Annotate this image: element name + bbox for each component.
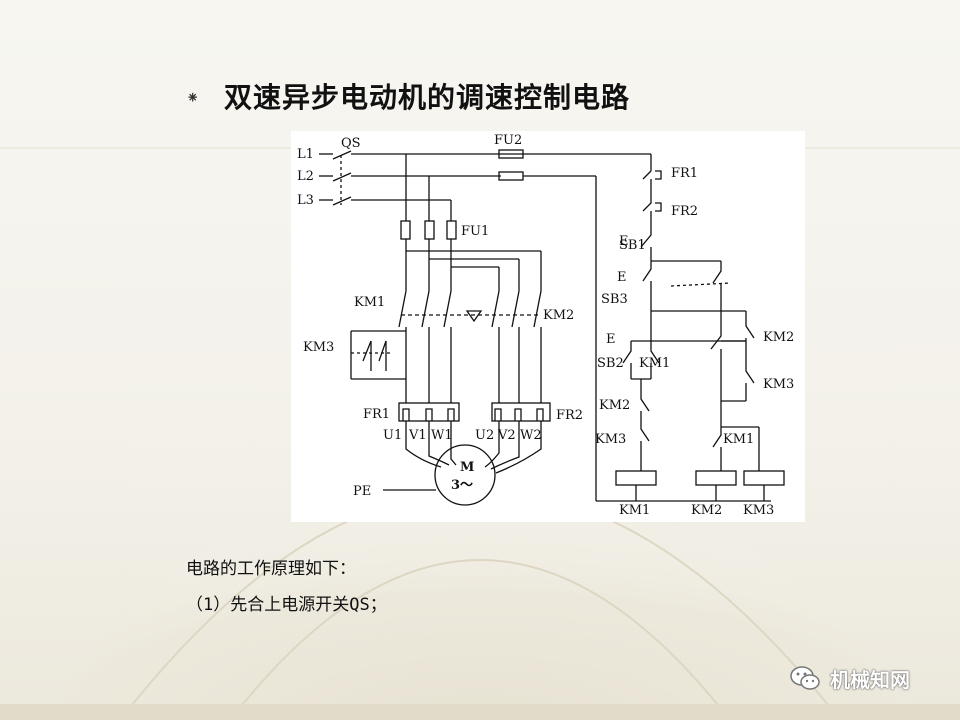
label-E1: E [619, 234, 629, 249]
label-KM3-main: KM3 [303, 340, 334, 355]
label-FR2-ctrl: FR2 [671, 204, 698, 219]
label-U1: U1 [383, 428, 402, 443]
label-KM2-coil: KM2 [691, 503, 722, 518]
label-PE: PE [353, 484, 371, 499]
label-W2: W2 [520, 428, 542, 443]
wechat-icon [790, 666, 820, 690]
watermark-text: 机械知网 [830, 667, 910, 692]
label-FR1-ctrl: FR1 [671, 166, 698, 181]
label-FU1: FU1 [461, 224, 489, 239]
label-W1: W1 [431, 428, 453, 443]
label-KM1-aux-b: KM1 [723, 432, 754, 447]
label-L3: L3 [297, 193, 314, 208]
label-KM1-main: KM1 [354, 295, 385, 310]
label-KM1-coil: KM1 [619, 503, 650, 518]
label-KM3-aux-a: KM3 [595, 432, 626, 447]
label-KM2-main: KM2 [543, 308, 574, 323]
title-bullet: ⁕ [186, 88, 200, 107]
motor-label-phase: 3～ [451, 478, 473, 493]
slide-title: 双速异步电动机的调速控制电路 [224, 81, 631, 114]
body-text-line-1: 电路的工作原理如下： [186, 559, 356, 579]
label-E3: E [606, 332, 616, 347]
label-KM3-coil: KM3 [743, 503, 774, 518]
label-SB1: SB1 [619, 238, 646, 253]
motor-label-M: M [460, 460, 474, 475]
label-U2: U2 [475, 428, 494, 443]
label-QS: QS [341, 136, 361, 151]
label-KM2-aux-a: KM2 [599, 398, 630, 413]
label-SB3: SB3 [601, 292, 628, 307]
watermark: 机械知网 [788, 660, 910, 696]
body-text-line-2: （1）先合上电源开关QS； [186, 595, 387, 615]
label-V1: V1 [408, 428, 427, 443]
label-L1: L1 [297, 147, 314, 162]
label-L2: L2 [297, 169, 314, 184]
label-V2: V2 [497, 428, 516, 443]
label-KM1-aux-a: KM1 [639, 356, 670, 371]
label-E2: E [617, 270, 627, 285]
label-FU2: FU2 [494, 133, 522, 148]
label-SB2: SB2 [597, 356, 624, 371]
label-KM2-aux-b: KM2 [763, 330, 794, 345]
label-FR2-main: FR2 [556, 408, 583, 423]
label-KM3-aux-b: KM3 [763, 377, 794, 392]
circuit-diagram: L1 L2 L3 QS FU2 [291, 131, 805, 522]
label-FR1-main: FR1 [363, 407, 390, 422]
